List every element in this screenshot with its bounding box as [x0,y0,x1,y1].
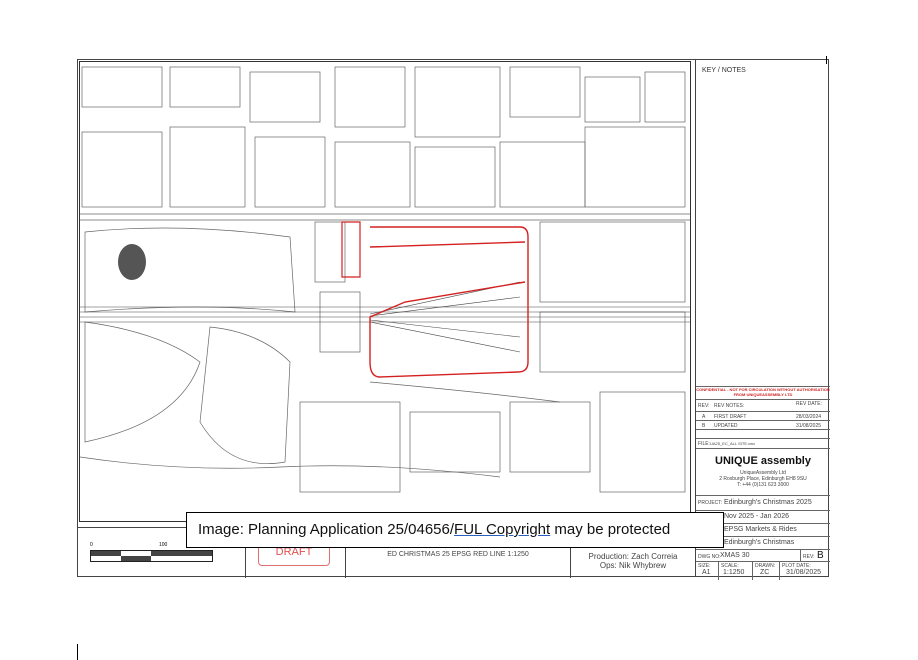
rev-note: UPDATED [714,423,738,429]
drawn-label: DRAWN: [752,562,777,580]
project-area: EPSG Markets & Rides [724,526,797,533]
drawing-title: ED CHRISTMAS 25 EPSG RED LINE 1:1250 [387,551,529,558]
scale-100: 100 [159,542,168,548]
scale-value: 1:1250 [723,569,745,576]
scale-0: 0 [90,542,93,548]
rev-col: REV: [698,403,710,409]
rev-date-col: REV DATE: [796,401,823,407]
caption-link[interactable]: FUL Copyright [454,521,551,538]
red-line-boundary [369,226,529,378]
dwg-label: DWG NO: [698,554,721,560]
ops-credit: Ops: Nik Whybrew [599,561,667,570]
dome-building [118,244,146,280]
size-value: A1 [702,569,711,576]
title-block: KEY / NOTES CONFIDENTIAL - NOT FOR CIRCU… [695,59,830,580]
key-notes-label: KEY / NOTES [702,67,746,74]
rev-header: REV: REV NOTES: REV DATE: [696,399,830,411]
scale-label: SCALE: [718,562,741,580]
drawing-frame [77,59,829,577]
confidential-note: CONFIDENTIAL - NOT FOR CIRCULATION WITHO… [696,386,830,397]
scale-bar-graphic [90,550,213,562]
rev-label: REV: [800,550,814,562]
caption-suffix: may be protected [550,521,671,538]
file-value: UA25_EC_ALL SITE.vwx [710,441,755,446]
drawing-info-row: SIZE: A1 SCALE: 1:1250 DRAWN: ZC PLOT DA… [696,561,830,580]
drawn-value: ZC [760,569,770,576]
rev-value: B [817,550,824,561]
rev-letter: A [702,414,706,420]
plot-value: 31/08/2025 [786,569,822,576]
rev-date: 31/08/2025 [796,423,822,429]
project-label: PROJECT: [698,500,723,506]
company-block: UNIQUE assembly UniqueAssembly Ltd 2 Rox… [696,448,830,495]
dwg-number: XMAS 30 [720,552,750,559]
scale-bar: 0 100 [77,528,246,578]
company-name: UniqueAssembly Ltd [740,470,786,476]
project-dates: Nov 2025 - Jan 2026 [724,513,789,520]
project-row: PROJECT: Edinburgh's Christmas 2025 [696,495,830,510]
credits-cell: Production: Zach Correia Ops: Nik Whybre… [571,528,695,578]
rev-notes-col: REV NOTES: [714,403,745,409]
dwg-row: DWG NO: XMAS 30 REV: B [696,549,830,562]
company-address: 2 Roxburgh Place, Edinburgh EH8 9SU [719,476,807,482]
site-map [79,61,691,522]
rev-note: FIRST DRAFT [714,414,747,420]
drawing-title-cell: ED CHRISTMAS 25 EPSG RED LINE 1:1250 [346,528,571,578]
project-name: Edinburgh's Christmas 2025 [724,499,812,506]
project-client: Edinburgh's Christmas [724,539,795,546]
file-label: FILE: [698,441,710,447]
company-logo: UNIQUE assembly [715,455,811,467]
rev-letter: B [702,423,706,429]
size-label: SIZE: [698,563,711,569]
text-cursor [77,644,78,660]
red-line-annex [341,221,361,278]
file-row: FILE: UA25_EC_ALL SITE.vwx [696,438,830,448]
rev-date: 28/03/2024 [796,414,822,420]
image-caption: Image: Planning Application 25/04656/FUL… [186,512,724,548]
production-credit: Production: Zach Correia [588,552,678,561]
caption-text: Image: Planning Application 25/04656/ [198,521,455,538]
revision-row: A FIRST DRAFT 28/03/2024 [696,411,830,420]
revision-row: B UPDATED 31/08/2025 [696,420,830,429]
company-phone: T: +44 (0)131 623 3000 [737,482,789,488]
page-margin-mark [826,56,827,64]
map-drawing [79,66,690,493]
plot-label: PLOT DATE: [779,562,813,580]
